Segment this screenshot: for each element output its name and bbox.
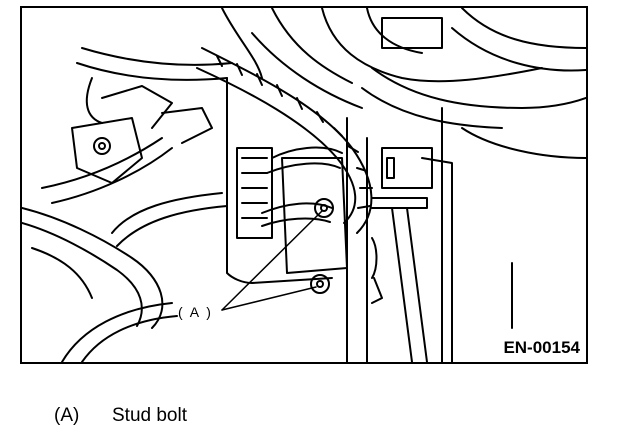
left-wiring-harness [22, 137, 228, 329]
legend-description: Stud bolt [112, 405, 187, 426]
legend-key: (A) [54, 405, 80, 426]
legend-item-a: (A) Stud bolt [54, 405, 187, 427]
stud-bolt-upper [314, 198, 334, 218]
callout-label-a: ( A ) [178, 304, 213, 320]
stud-bolt-lower [310, 274, 330, 294]
main-harness-bundle [196, 47, 373, 234]
right-rail-assembly [346, 107, 586, 362]
connector-block [226, 77, 348, 284]
engine-harness-illustration [22, 8, 586, 362]
callout-leader-lines [221, 210, 323, 311]
lower-left-harness [61, 302, 178, 362]
figure-frame: ( A ) EN-00154 [20, 6, 588, 364]
figure-id: EN-00154 [503, 338, 580, 357]
upper-structures [76, 8, 586, 129]
left-bracket [71, 85, 213, 184]
